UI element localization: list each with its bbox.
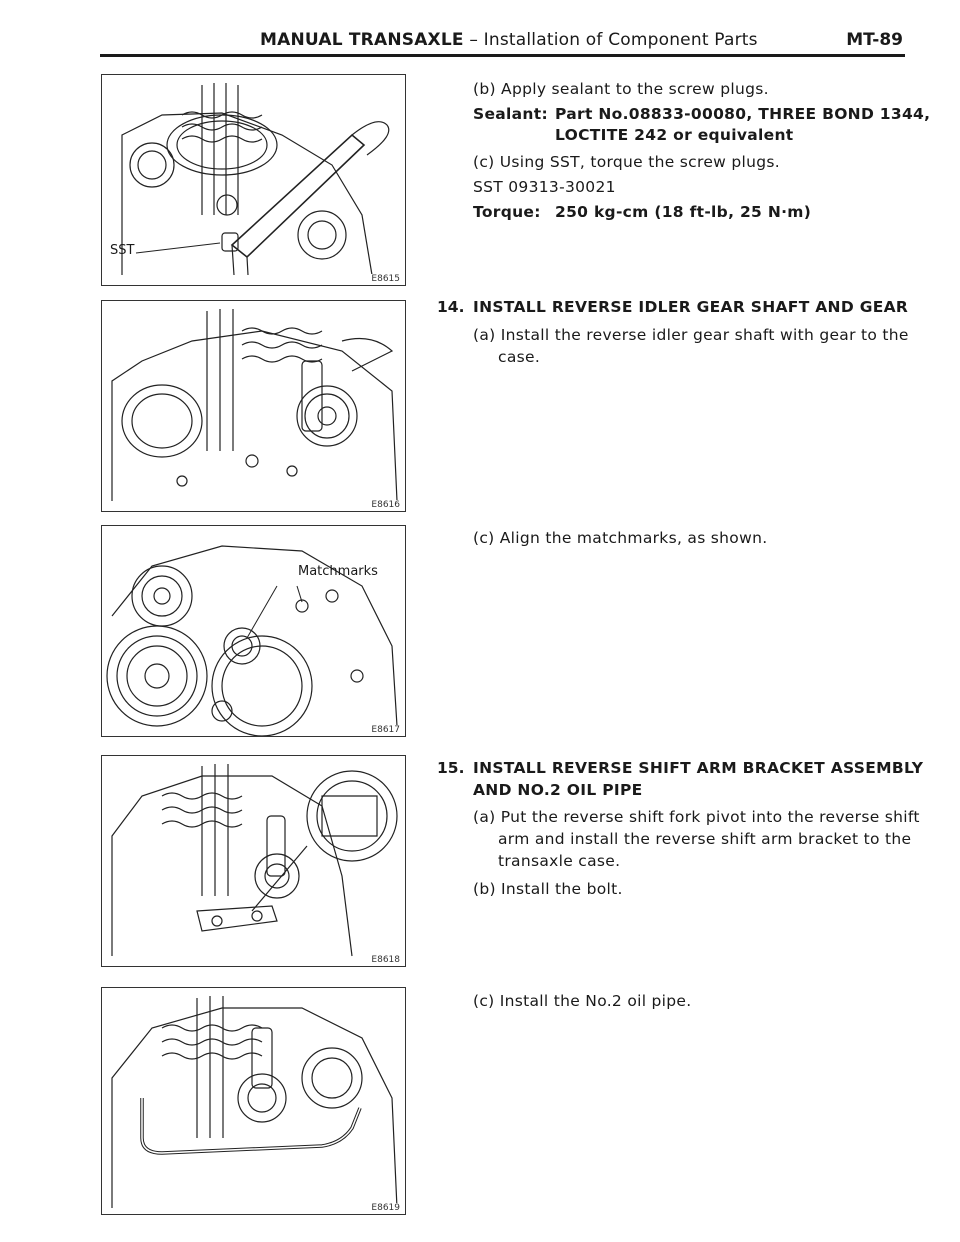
transaxle-sst-illustration [121, 83, 390, 276]
step15-c: (c) Install the No.2 oil pipe. [473, 992, 692, 1010]
step15-a-line3: transaxle case. [498, 852, 621, 870]
step13-c: (c) Using SST, torque the screw plugs. [473, 153, 780, 171]
figure-reverse-shift-arm: E8618 [101, 755, 406, 967]
step15-title-line1: INSTALL REVERSE SHIFT ARM BRACKET ASSEMB… [473, 759, 924, 777]
step14-a-line1: (a) Install the reverse idler gear shaft… [473, 326, 909, 344]
step13-b: (b) Apply sealant to the screw plugs. [473, 80, 769, 98]
sealant-value-line1: Part No.08833-00080, THREE BOND 1344, [555, 105, 931, 123]
sealant-value-line2: LOCTITE 242 or equivalent [555, 126, 794, 144]
figure-code: E8616 [369, 500, 402, 510]
step15-number: 15. [437, 759, 465, 777]
torque-value: 250 kg-cm (18 ft-lb, 25 N·m) [555, 203, 812, 221]
sealant-label: Sealant: [473, 105, 548, 123]
figure-sst-torque: SST E8615 [101, 74, 406, 286]
figure-oil-pipe: E8619 [101, 987, 406, 1215]
sst-number: SST 09313-30021 [473, 178, 616, 196]
header-title: MANUAL TRANSAXLE – Installation of Compo… [260, 30, 758, 50]
figure-code: E8618 [369, 955, 402, 965]
figure-code: E8619 [369, 1203, 402, 1213]
reverse-idler-gear-illustration [111, 309, 398, 502]
figure-matchmarks: Matchmarks E8617 [101, 525, 406, 737]
torque-label: Torque: [473, 203, 541, 221]
step14-number: 14. [437, 298, 465, 316]
figure-code: E8617 [369, 725, 402, 735]
step15-title-line2: AND NO.2 OIL PIPE [473, 781, 643, 799]
step14-title: INSTALL REVERSE IDLER GEAR SHAFT AND GEA… [473, 298, 909, 316]
matchmarks-illustration [106, 545, 398, 736]
header-rule [100, 54, 905, 57]
page-header: MANUAL TRANSAXLE – Installation of Compo… [100, 28, 905, 60]
matchmarks-label: Matchmarks [298, 564, 378, 579]
section-name: MANUAL TRANSAXLE [260, 30, 464, 50]
sst-label: SST [110, 243, 135, 258]
figure-reverse-idler-gear: E8616 [101, 300, 406, 512]
header-dash: – [463, 30, 484, 50]
step15-a-line1: (a) Put the reverse shift fork pivot int… [473, 808, 920, 826]
figure-code: E8615 [369, 274, 402, 284]
reverse-shift-arm-illustration [111, 764, 398, 957]
page-number: MT-89 [846, 30, 903, 50]
step15-a-line2: arm and install the reverse shift arm br… [498, 830, 912, 848]
oil-pipe-illustration [111, 996, 398, 1209]
section-subtitle: Installation of Component Parts [483, 30, 758, 50]
step14-a-line2: case. [498, 348, 541, 366]
step15-b: (b) Install the bolt. [473, 880, 623, 898]
step14-c: (c) Align the matchmarks, as shown. [473, 529, 768, 547]
